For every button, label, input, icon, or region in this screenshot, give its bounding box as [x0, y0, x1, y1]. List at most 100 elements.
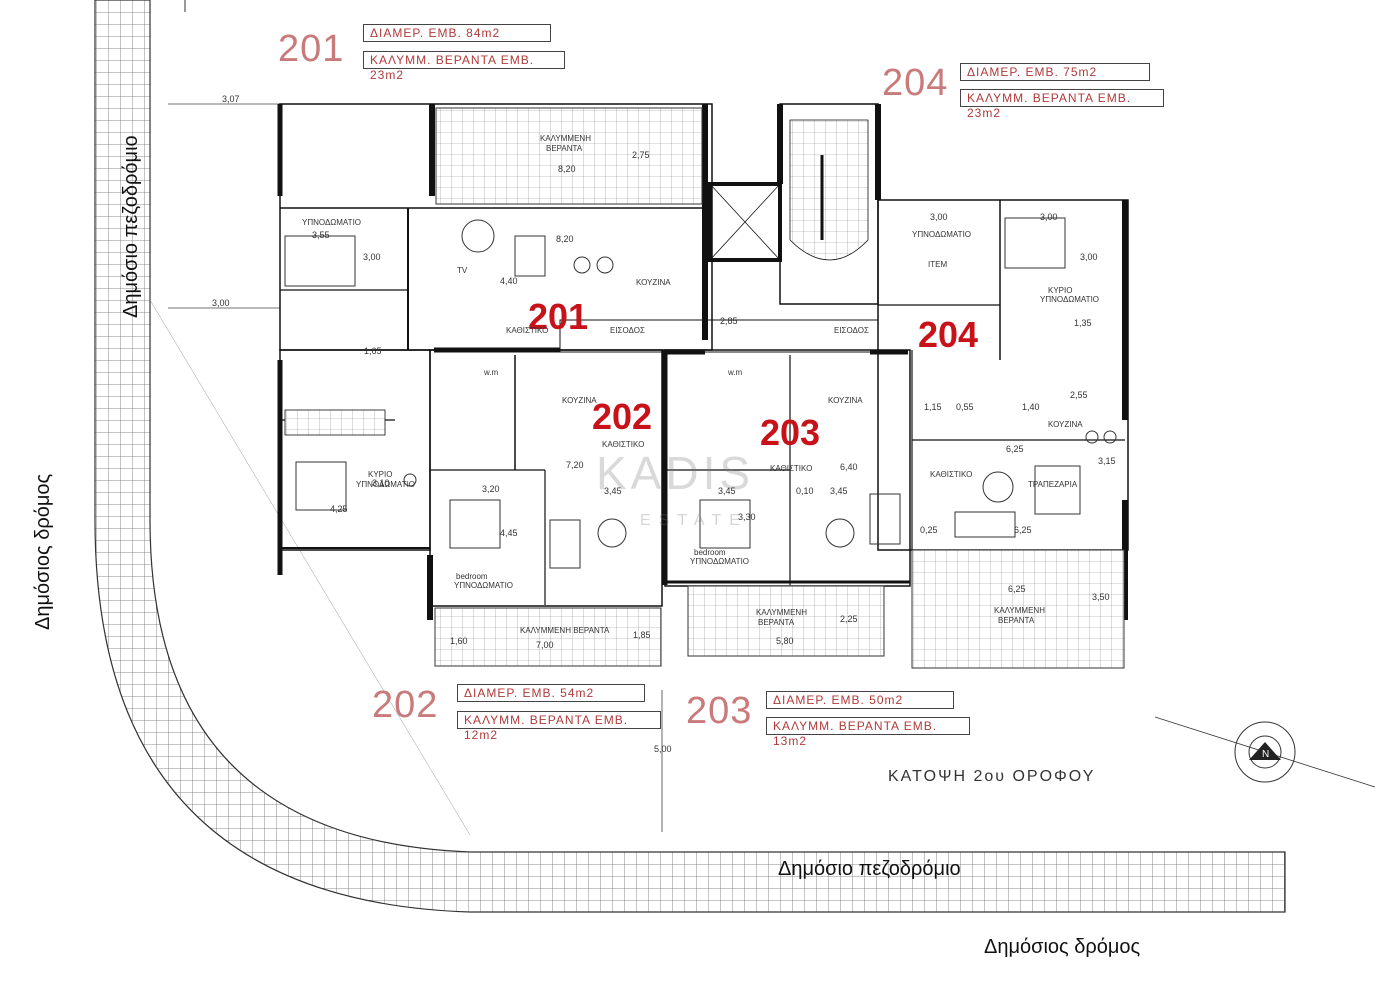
dim-440: 4,40 — [500, 276, 518, 286]
label-veranda-201b: ΒΕΡΑΝΤΑ — [546, 144, 583, 153]
dim-445: 4,45 — [500, 528, 518, 538]
unit-202-number: 202 — [372, 684, 439, 726]
label-kitchen-201: ΚΟΥΖΙΝΑ — [636, 278, 671, 287]
label-living-204: ΚΑΘΙΣΤΙΚΟ — [930, 470, 973, 479]
dim-330: 3,30 — [738, 512, 756, 522]
label-wm-203: w.m — [728, 368, 743, 377]
label-veranda-202: ΚΑΛΥΜΜΕΝΗ ΒΕΡΑΝΤΑ — [520, 626, 610, 635]
label-veranda-203b: ΒΕΡΑΝΤΑ — [758, 618, 795, 627]
label-dining-204: ΤΡΑΠΕΖΑΡΙΑ — [1028, 480, 1078, 489]
dim-625-c: 6,25 — [1008, 584, 1026, 594]
veranda-204-tiles — [911, 549, 1125, 669]
dim-300-204c: 3,00 — [1080, 252, 1098, 262]
dim-345-203b: 3,45 — [830, 486, 848, 496]
svg-text:N: N — [1262, 749, 1269, 760]
label-master1-201: ΚΥΡΙΟ — [368, 470, 393, 479]
dim-820-veranda: 8,20 — [558, 164, 576, 174]
street-bottom-pedestrian: Δημόσιο πεζοδρόμιο — [778, 858, 961, 880]
dim-135: 1,35 — [1074, 318, 1092, 328]
dim-580: 5,80 — [776, 636, 794, 646]
dim-300-204b: 3,00 — [1040, 212, 1058, 222]
dim-285: 2,85 — [720, 316, 738, 326]
watermark-logo: KADIS — [596, 447, 755, 499]
unit-201-veranda: ΚΑΛΥΜΜ. ΒΕΡΑΝΤΑ ΕΜΒ. 23m2 — [363, 51, 565, 82]
unit-204-area: ΔΙΑΜΕΡ. ΕΜΒ. 75m2 — [960, 63, 1150, 81]
veranda-203-tiles — [687, 585, 885, 657]
label-kitchen-202: ΚΟΥΖΙΝΑ — [562, 396, 597, 405]
label-living-203: ΚΑΘΙΣΤΙΚΟ — [770, 464, 813, 473]
dim-160: 1,60 — [450, 636, 468, 646]
dim-310: 3,10 — [372, 478, 390, 488]
label-entrance-2: ΕΙΣΟΔΟΣ — [834, 326, 869, 335]
watermark-sub: ESTATE — [640, 512, 748, 529]
dim-185: 1,85 — [633, 630, 651, 640]
label-item-204: ΙΤΕΜ — [928, 260, 948, 269]
dim-625-a: 6,25 — [1006, 444, 1024, 454]
label-tv-201: TV — [457, 266, 468, 275]
street-left-road: Δημόσιος δρόμος — [32, 473, 54, 630]
dim-720: 7,20 — [566, 460, 584, 470]
label-entrance-1: ΕΙΣΟΔΟΣ — [610, 326, 645, 335]
unit-203-area: ΔΙΑΜΕΡ. ΕΜΒ. 50m2 — [766, 691, 954, 709]
label-bedroom-202: ΥΠΝΟΔΩΜΑΤΙΟ — [454, 581, 514, 590]
dim-500: 5,00 — [654, 744, 672, 754]
dim-345-202: 3,45 — [604, 486, 622, 496]
dim-140: 1,40 — [1022, 402, 1040, 412]
unit-203-marker: 203 — [760, 412, 821, 453]
label-bedroom-en-203: bedroom — [694, 548, 726, 557]
unit-203-number: 203 — [686, 690, 753, 732]
unit-201-number: 201 — [278, 28, 345, 70]
veranda-201-tiles — [435, 107, 703, 205]
dim-300-204a: 3,00 — [930, 212, 948, 222]
dim-355: 3,55 — [312, 230, 330, 240]
dim-255: 2,55 — [1070, 390, 1088, 400]
unit-202-veranda: ΚΑΛΥΜΜ. ΒΕΡΑΝΤΑ ΕΜΒ. 12m2 — [457, 711, 661, 742]
label-master2-204: ΥΠΝΟΔΩΜΑΤΙΟ — [1040, 295, 1100, 304]
unit-204-veranda: ΚΑΛΥΜΜ. ΒΕΡΑΝΤΑ ΕΜΒ. 23m2 — [960, 89, 1164, 120]
dim-425: 4,25 — [330, 504, 348, 514]
dim-300-left: 3,00 — [212, 298, 230, 308]
dim-307: 3,07 — [222, 94, 240, 104]
label-living-202: ΚΑΘΙΣΤΙΚΟ — [602, 440, 645, 449]
floor-title: ΚΑΤΟΨΗ 2ου ΟΡΟΦΟΥ — [888, 768, 1096, 785]
label-kitchen-204: ΚΟΥΖΙΝΑ — [1048, 420, 1083, 429]
unit-202-area: ΔΙΑΜΕΡ. ΕΜΒ. 54m2 — [457, 684, 645, 702]
label-veranda-204b: ΒΕΡΑΝΤΑ — [998, 616, 1035, 625]
street-bottom-road: Δημόσιος δρόμος — [984, 936, 1141, 958]
unit-202-walls — [427, 347, 663, 620]
dim-820: 8,20 — [556, 234, 574, 244]
unit-204-number: 204 — [882, 62, 949, 104]
dim-025: 0,25 — [920, 525, 938, 535]
label-master2-201: ΥΠΝΟΔΩΜΑΤΙΟ — [356, 480, 416, 489]
unit-201-area: ΔΙΑΜΕΡ. ΕΜΒ. 84m2 — [363, 24, 551, 42]
label-bedroom-204: ΥΠΝΟΔΩΜΑΤΙΟ — [912, 230, 972, 239]
label-veranda-201a: ΚΑΛΥΜΜΕΝΗ — [540, 134, 591, 143]
dim-115: 1,15 — [924, 402, 942, 412]
pedestrian-path — [94, 0, 1286, 913]
street-left-pedestrian: Δημόσιο πεζοδρόμιο — [120, 135, 142, 318]
label-veranda-204a: ΚΑΛΥΜΜΕΝΗ — [994, 606, 1045, 615]
furniture — [284, 217, 1117, 569]
dim-225: 2,25 — [840, 614, 858, 624]
label-living-201: ΚΑΘΙΣΤΙΚΟ — [506, 326, 549, 335]
unit-204-marker: 204 — [918, 314, 979, 355]
label-veranda-203a: ΚΑΛΥΜΜΕΝΗ — [756, 608, 807, 617]
unit-201-master-wing — [277, 349, 431, 575]
north-arrow-icon: N — [1154, 716, 1376, 788]
dim-165: 1,65 — [364, 346, 382, 356]
unit-201-walls — [277, 103, 713, 351]
veranda-202-tiles — [434, 607, 662, 667]
dim-010: 0,10 — [796, 486, 814, 496]
dim-300-201: 3,00 — [363, 252, 381, 262]
unit-202-marker: 202 — [592, 396, 653, 437]
dim-640: 6,40 — [840, 462, 858, 472]
dim-055: 0,55 — [956, 402, 974, 412]
label-kitchen-203: ΚΟΥΖΙΝΑ — [828, 396, 863, 405]
label-bedroom-201: ΥΠΝΟΔΩΜΑΤΙΟ — [302, 218, 362, 227]
label-bedroom-en-202: bedroom — [456, 572, 488, 581]
dim-625-b: 6,25 — [1014, 525, 1032, 535]
dim-345-203: 3,45 — [718, 486, 736, 496]
central-corridor — [559, 319, 879, 353]
dim-275: 2,75 — [632, 150, 650, 160]
